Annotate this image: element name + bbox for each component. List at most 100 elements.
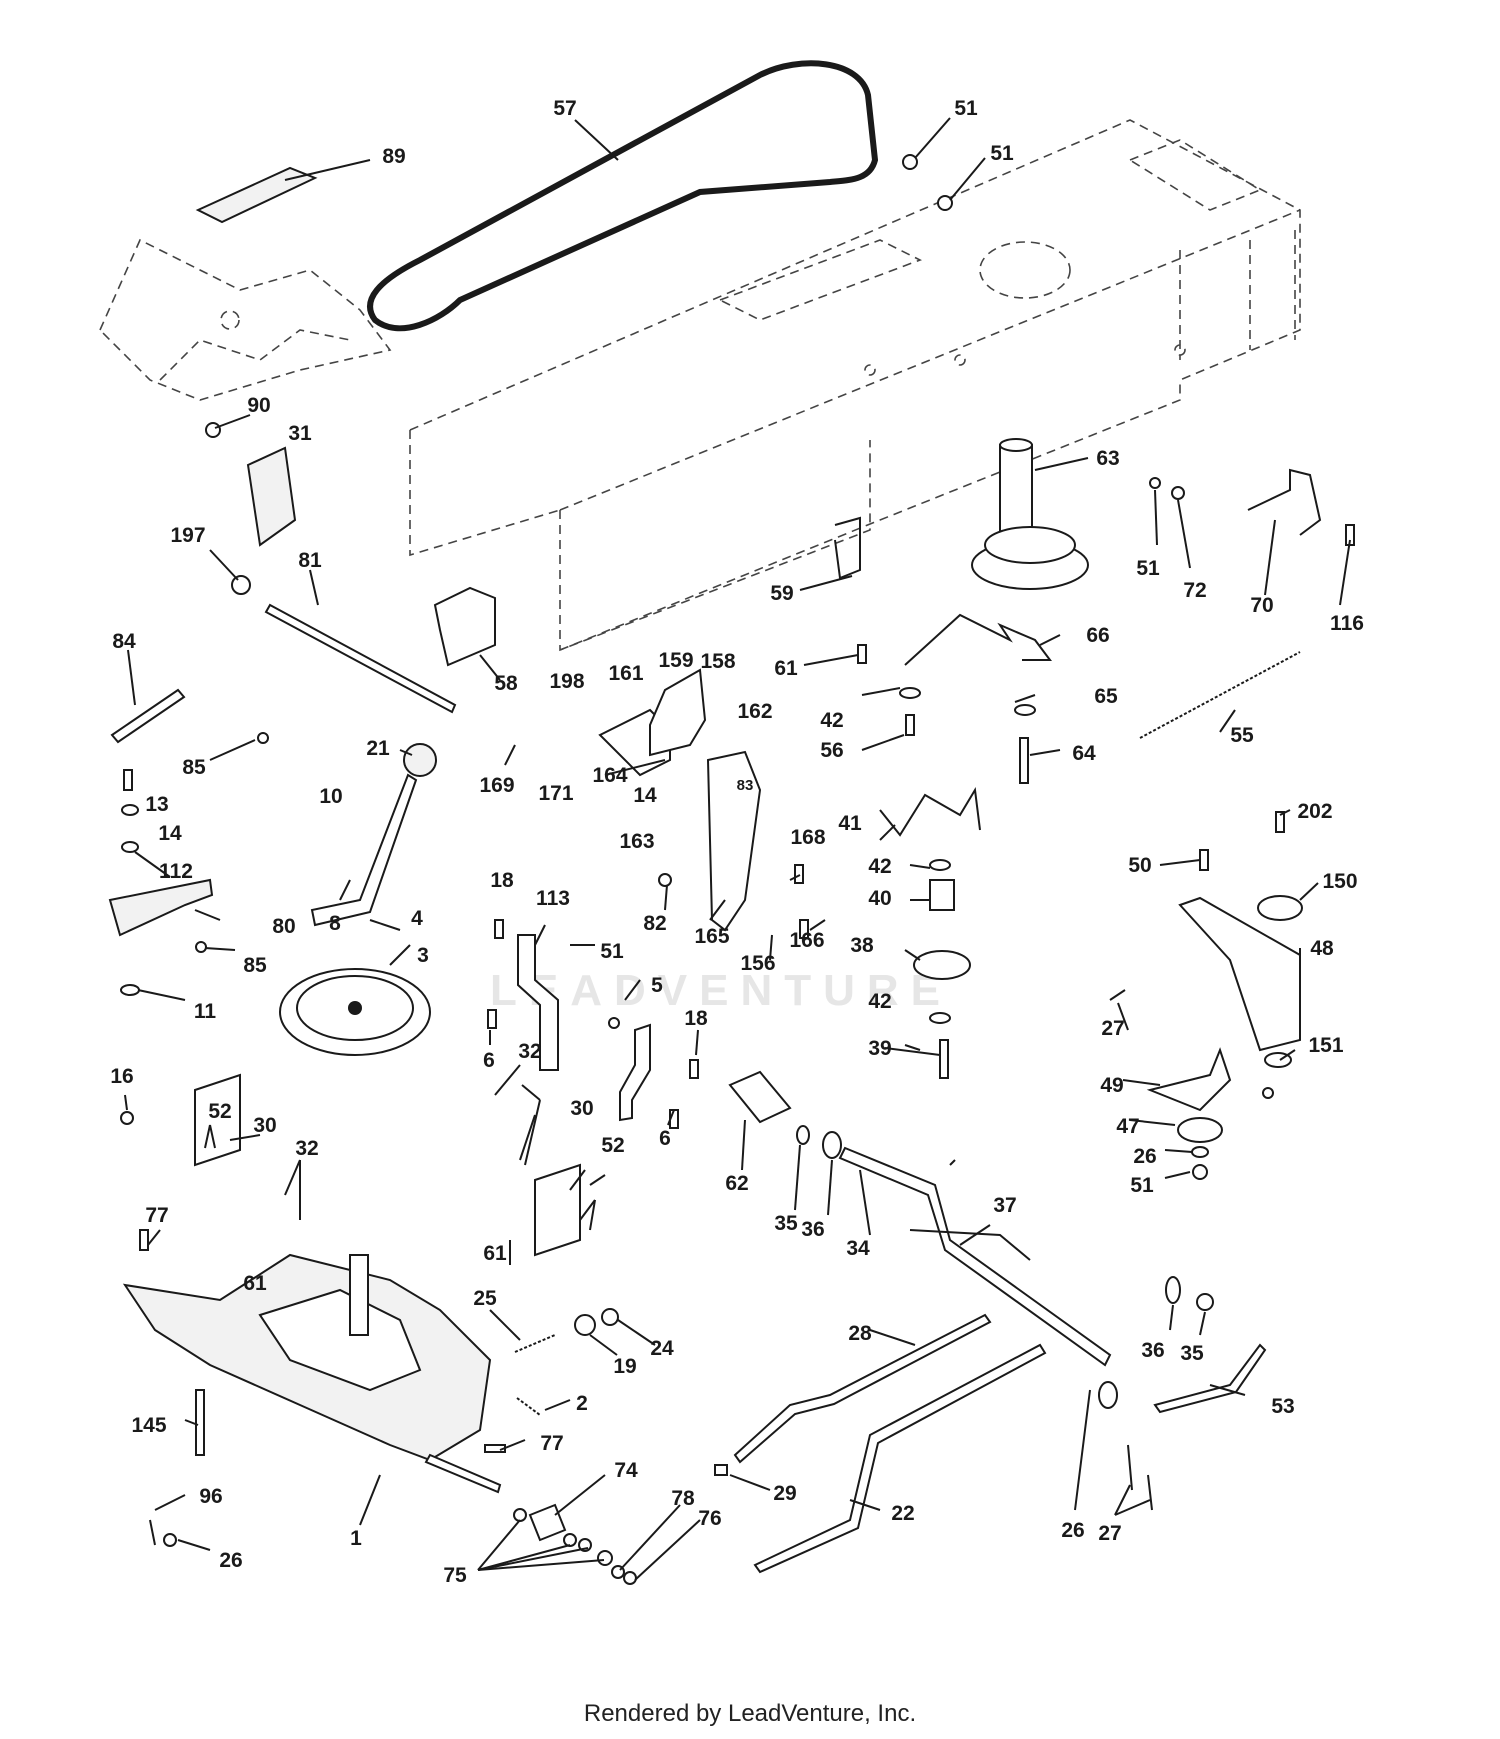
shift-rod — [264, 603, 457, 714]
callout: 18 — [684, 1007, 708, 1030]
callout: 165 — [694, 925, 729, 948]
callout: 89 — [382, 145, 405, 168]
callout: 58 — [494, 672, 518, 695]
callout: 26 — [1061, 1519, 1084, 1542]
callout: 34 — [846, 1237, 870, 1260]
callout: 14 — [633, 784, 657, 807]
callout: 202 — [1297, 800, 1332, 823]
shift-knob — [403, 743, 437, 777]
pedal-shaft — [838, 1146, 1112, 1367]
callout: 29 — [773, 1482, 796, 1505]
callout: 42 — [820, 709, 843, 732]
callout: 112 — [159, 860, 193, 883]
callout: 76 — [698, 1507, 721, 1530]
callout: 26 — [1133, 1145, 1156, 1168]
v-idler — [1177, 1117, 1223, 1143]
callout: 158 — [700, 650, 735, 673]
callout: 35 — [1180, 1342, 1204, 1365]
callout: 16 — [110, 1065, 133, 1088]
callout: 36 — [801, 1218, 824, 1241]
callout: 156 — [740, 952, 775, 975]
callout: 49 — [1100, 1074, 1123, 1097]
callout: 30 — [253, 1114, 276, 1137]
callout: 151 — [1308, 1034, 1343, 1057]
callout: 52 — [208, 1100, 231, 1123]
callout: 74 — [614, 1459, 638, 1482]
chassis-frame — [99, 119, 1301, 652]
callout: 161 — [608, 662, 643, 685]
callout: 18 — [490, 869, 514, 892]
callout: 30 — [570, 1097, 593, 1120]
callout: 55 — [1230, 724, 1254, 747]
callout: 116 — [1330, 612, 1364, 635]
callout: 32 — [518, 1040, 541, 1063]
callout: 51 — [990, 142, 1014, 165]
callout: 78 — [671, 1487, 695, 1510]
callout: 64 — [1072, 742, 1096, 765]
callout: 10 — [319, 785, 342, 808]
callout: 48 — [1310, 937, 1334, 960]
callout: 28 — [848, 1322, 872, 1345]
callout-labels: 57 51 51 89 90 31 63 51 72 70 116 197 81… — [110, 97, 1364, 1587]
bracket-5 — [619, 1023, 651, 1122]
shift-plate — [195, 166, 318, 224]
callout: 168 — [790, 826, 825, 849]
callout: 198 — [549, 670, 584, 693]
callout: 36 — [1141, 1339, 1164, 1362]
callout: 39 — [868, 1037, 891, 1060]
callout: 51 — [954, 97, 978, 120]
callout: 42 — [868, 855, 891, 878]
callout: 145 — [131, 1414, 166, 1437]
callout: 2 — [576, 1392, 588, 1415]
brake-rod — [733, 1313, 992, 1464]
drive-belt — [367, 60, 879, 332]
extension-spring — [1139, 651, 1301, 739]
idler-pulley — [913, 950, 971, 980]
idler-arm — [1178, 896, 1301, 1052]
callout: 21 — [366, 737, 390, 760]
callout: 96 — [199, 1485, 222, 1508]
callout: 85 — [243, 954, 267, 977]
bracket — [433, 586, 496, 667]
belt-keeper — [879, 787, 981, 837]
spring-clip — [834, 516, 861, 580]
callout: 163 — [619, 830, 654, 853]
callout: 56 — [820, 739, 843, 762]
callout: 59 — [770, 582, 793, 605]
sleeve — [728, 1070, 792, 1124]
callout: 5 — [651, 974, 663, 997]
callout: 61 — [483, 1242, 507, 1265]
mount-bracket — [246, 446, 297, 547]
callout: 52 — [601, 1134, 624, 1157]
callout: 22 — [891, 1502, 914, 1525]
callout: 113 — [536, 887, 570, 910]
callout: 19 — [613, 1355, 636, 1378]
pedal-plate — [706, 750, 762, 932]
callout: 81 — [298, 549, 322, 572]
callout: 61 — [774, 657, 798, 680]
callout: 63 — [1096, 447, 1119, 470]
callout: 4 — [411, 907, 423, 930]
callout: 40 — [868, 887, 891, 910]
drive-rod — [753, 1343, 1047, 1574]
callout: 77 — [145, 1204, 168, 1227]
callout: 83 — [737, 777, 754, 794]
callout: 27 — [1101, 1017, 1124, 1040]
control-rod — [1153, 1343, 1267, 1414]
callout: 14 — [158, 822, 182, 845]
watermark-text: LEADVENTURE — [490, 966, 952, 1015]
callout: 57 — [553, 97, 576, 120]
callout: 77 — [540, 1432, 563, 1455]
callout: 11 — [194, 1000, 217, 1023]
callout: 70 — [1250, 594, 1273, 617]
callout: 51 — [600, 940, 624, 963]
mount-plate-right — [534, 1163, 581, 1257]
flat-idler — [1257, 895, 1303, 921]
callout: 162 — [737, 700, 772, 723]
callout: 53 — [1271, 1395, 1294, 1418]
bracket-113 — [517, 934, 559, 1071]
callout: 72 — [1183, 579, 1206, 602]
callout: 41 — [838, 812, 862, 835]
idler-bracket — [1146, 1047, 1232, 1112]
callout: 62 — [725, 1172, 748, 1195]
